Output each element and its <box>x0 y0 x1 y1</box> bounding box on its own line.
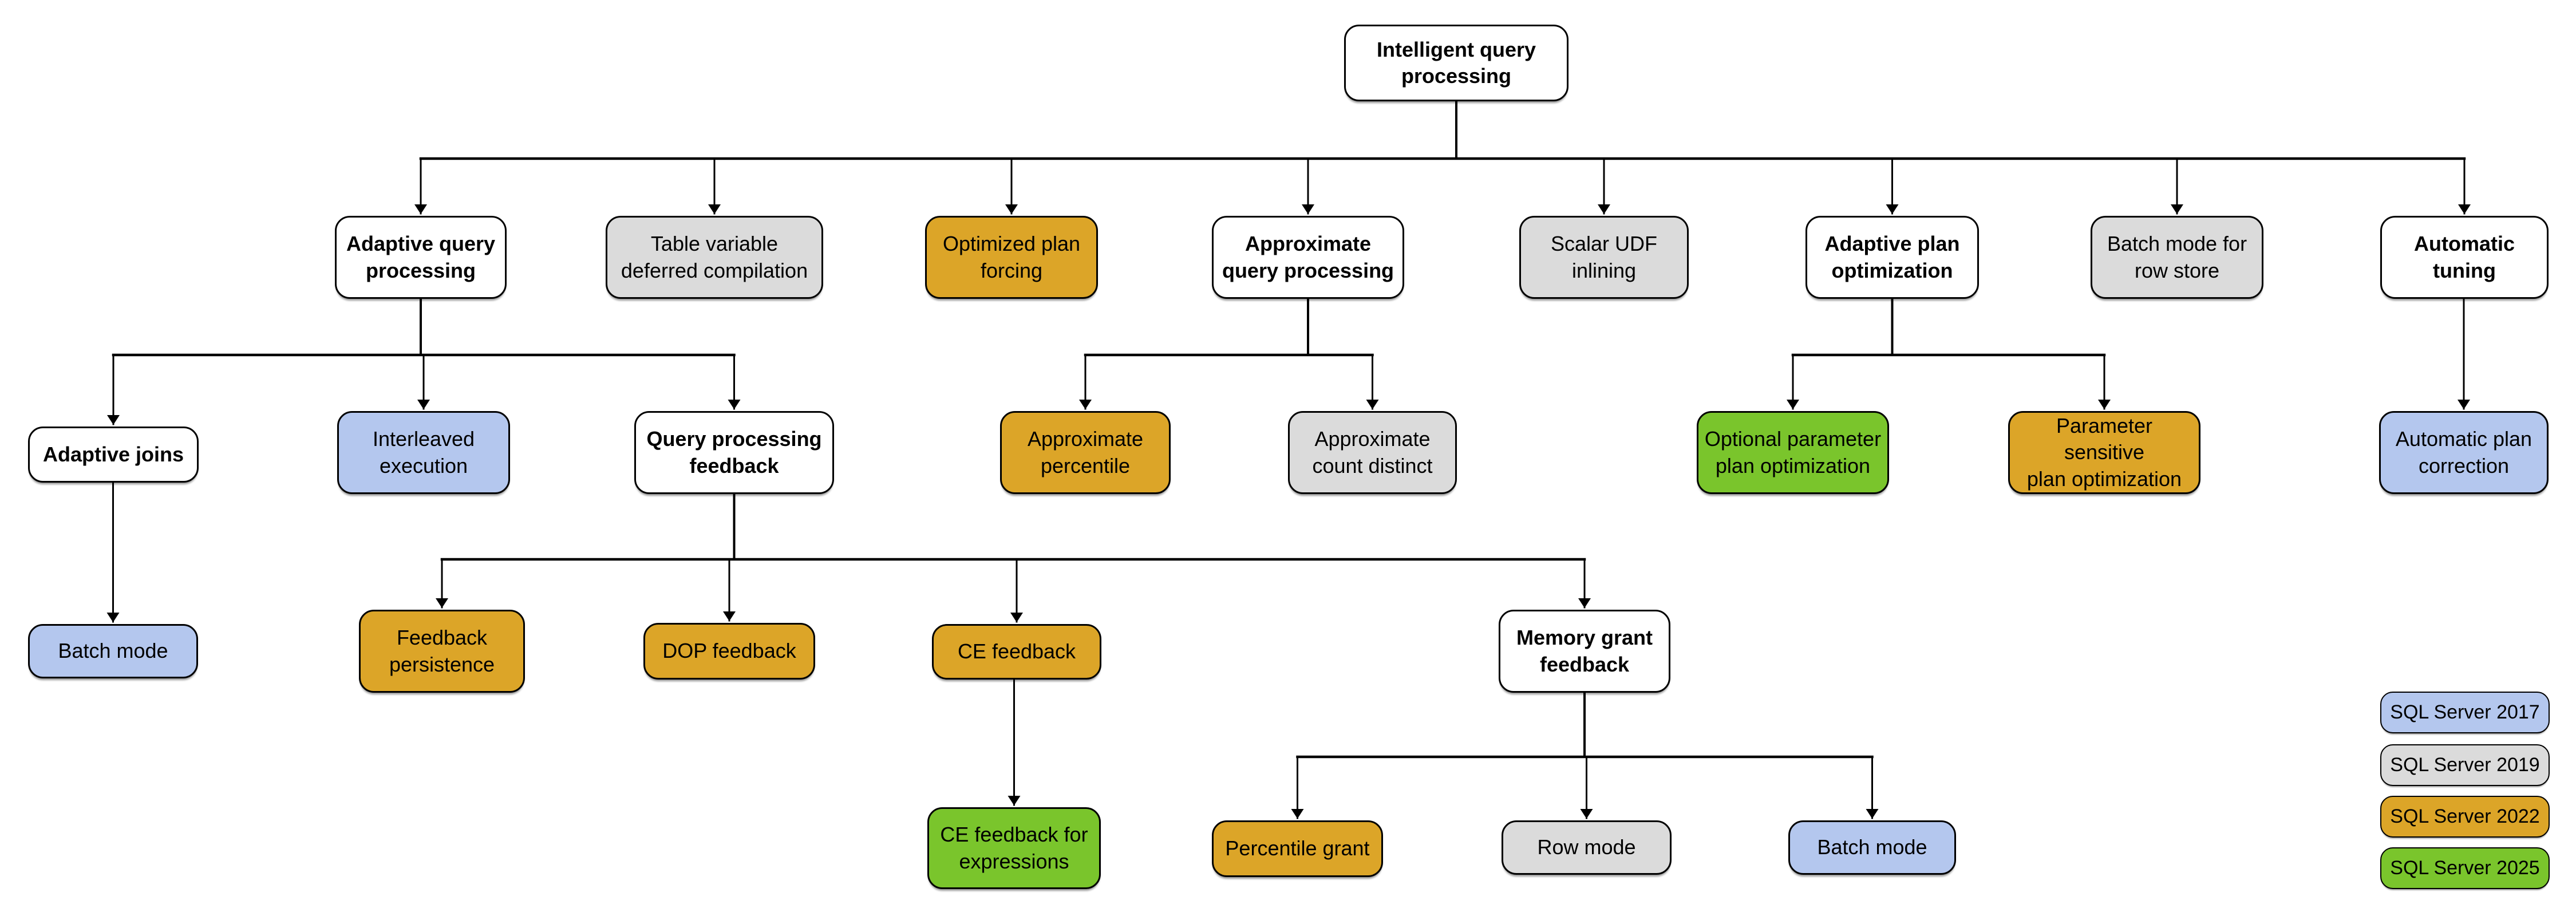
legend-item-sql-server-2017: SQL Server 2017 <box>2380 692 2550 733</box>
node-bm1: Batch mode <box>28 624 198 678</box>
node-at: Automatic tuning <box>2380 216 2549 299</box>
node-sudf: Scalar UDF inlining <box>1519 216 1689 299</box>
node-rm: Row mode <box>1502 820 1672 875</box>
node-apo: Adaptive plan optimization <box>1805 216 1979 299</box>
node-tvdc: Table variable deferred compilation <box>606 216 823 299</box>
node-ap: Approximate percentile <box>1000 411 1171 494</box>
node-apqp: Approximate query processing <box>1212 216 1404 299</box>
node-oppo: Optional parameter plan optimization <box>1697 411 1889 494</box>
node-dop: DOP feedback <box>643 623 815 680</box>
node-acd: Approximate count distinct <box>1288 411 1457 494</box>
node-fp: Feedback persistence <box>359 610 525 693</box>
node-aj: Adaptive joins <box>28 427 199 483</box>
node-cef: CE feedback <box>932 624 1101 680</box>
legend-item-sql-server-2019: SQL Server 2019 <box>2380 744 2550 786</box>
node-opf: Optimized plan forcing <box>925 216 1098 299</box>
node-pspo: Parameter sensitive plan optimization <box>2008 411 2200 494</box>
node-pg: Percentile grant <box>1212 820 1383 877</box>
legend-item-sql-server-2025: SQL Server 2025 <box>2380 847 2550 889</box>
node-mgf: Memory grant feedback <box>1499 610 1670 693</box>
node-ie: Interleaved execution <box>337 411 510 494</box>
node-aqp: Adaptive query processing <box>335 216 507 299</box>
node-bmrs: Batch mode for row store <box>2091 216 2263 299</box>
node-qpf: Query processing feedback <box>634 411 834 494</box>
legend-item-sql-server-2022: SQL Server 2022 <box>2380 796 2550 838</box>
node-apc: Automatic plan correction <box>2379 411 2549 494</box>
node-cefe: CE feedback for expressions <box>927 807 1101 889</box>
node-bm2: Batch mode <box>1788 820 1956 875</box>
node-iqp: Intelligent query processing <box>1344 25 1568 101</box>
